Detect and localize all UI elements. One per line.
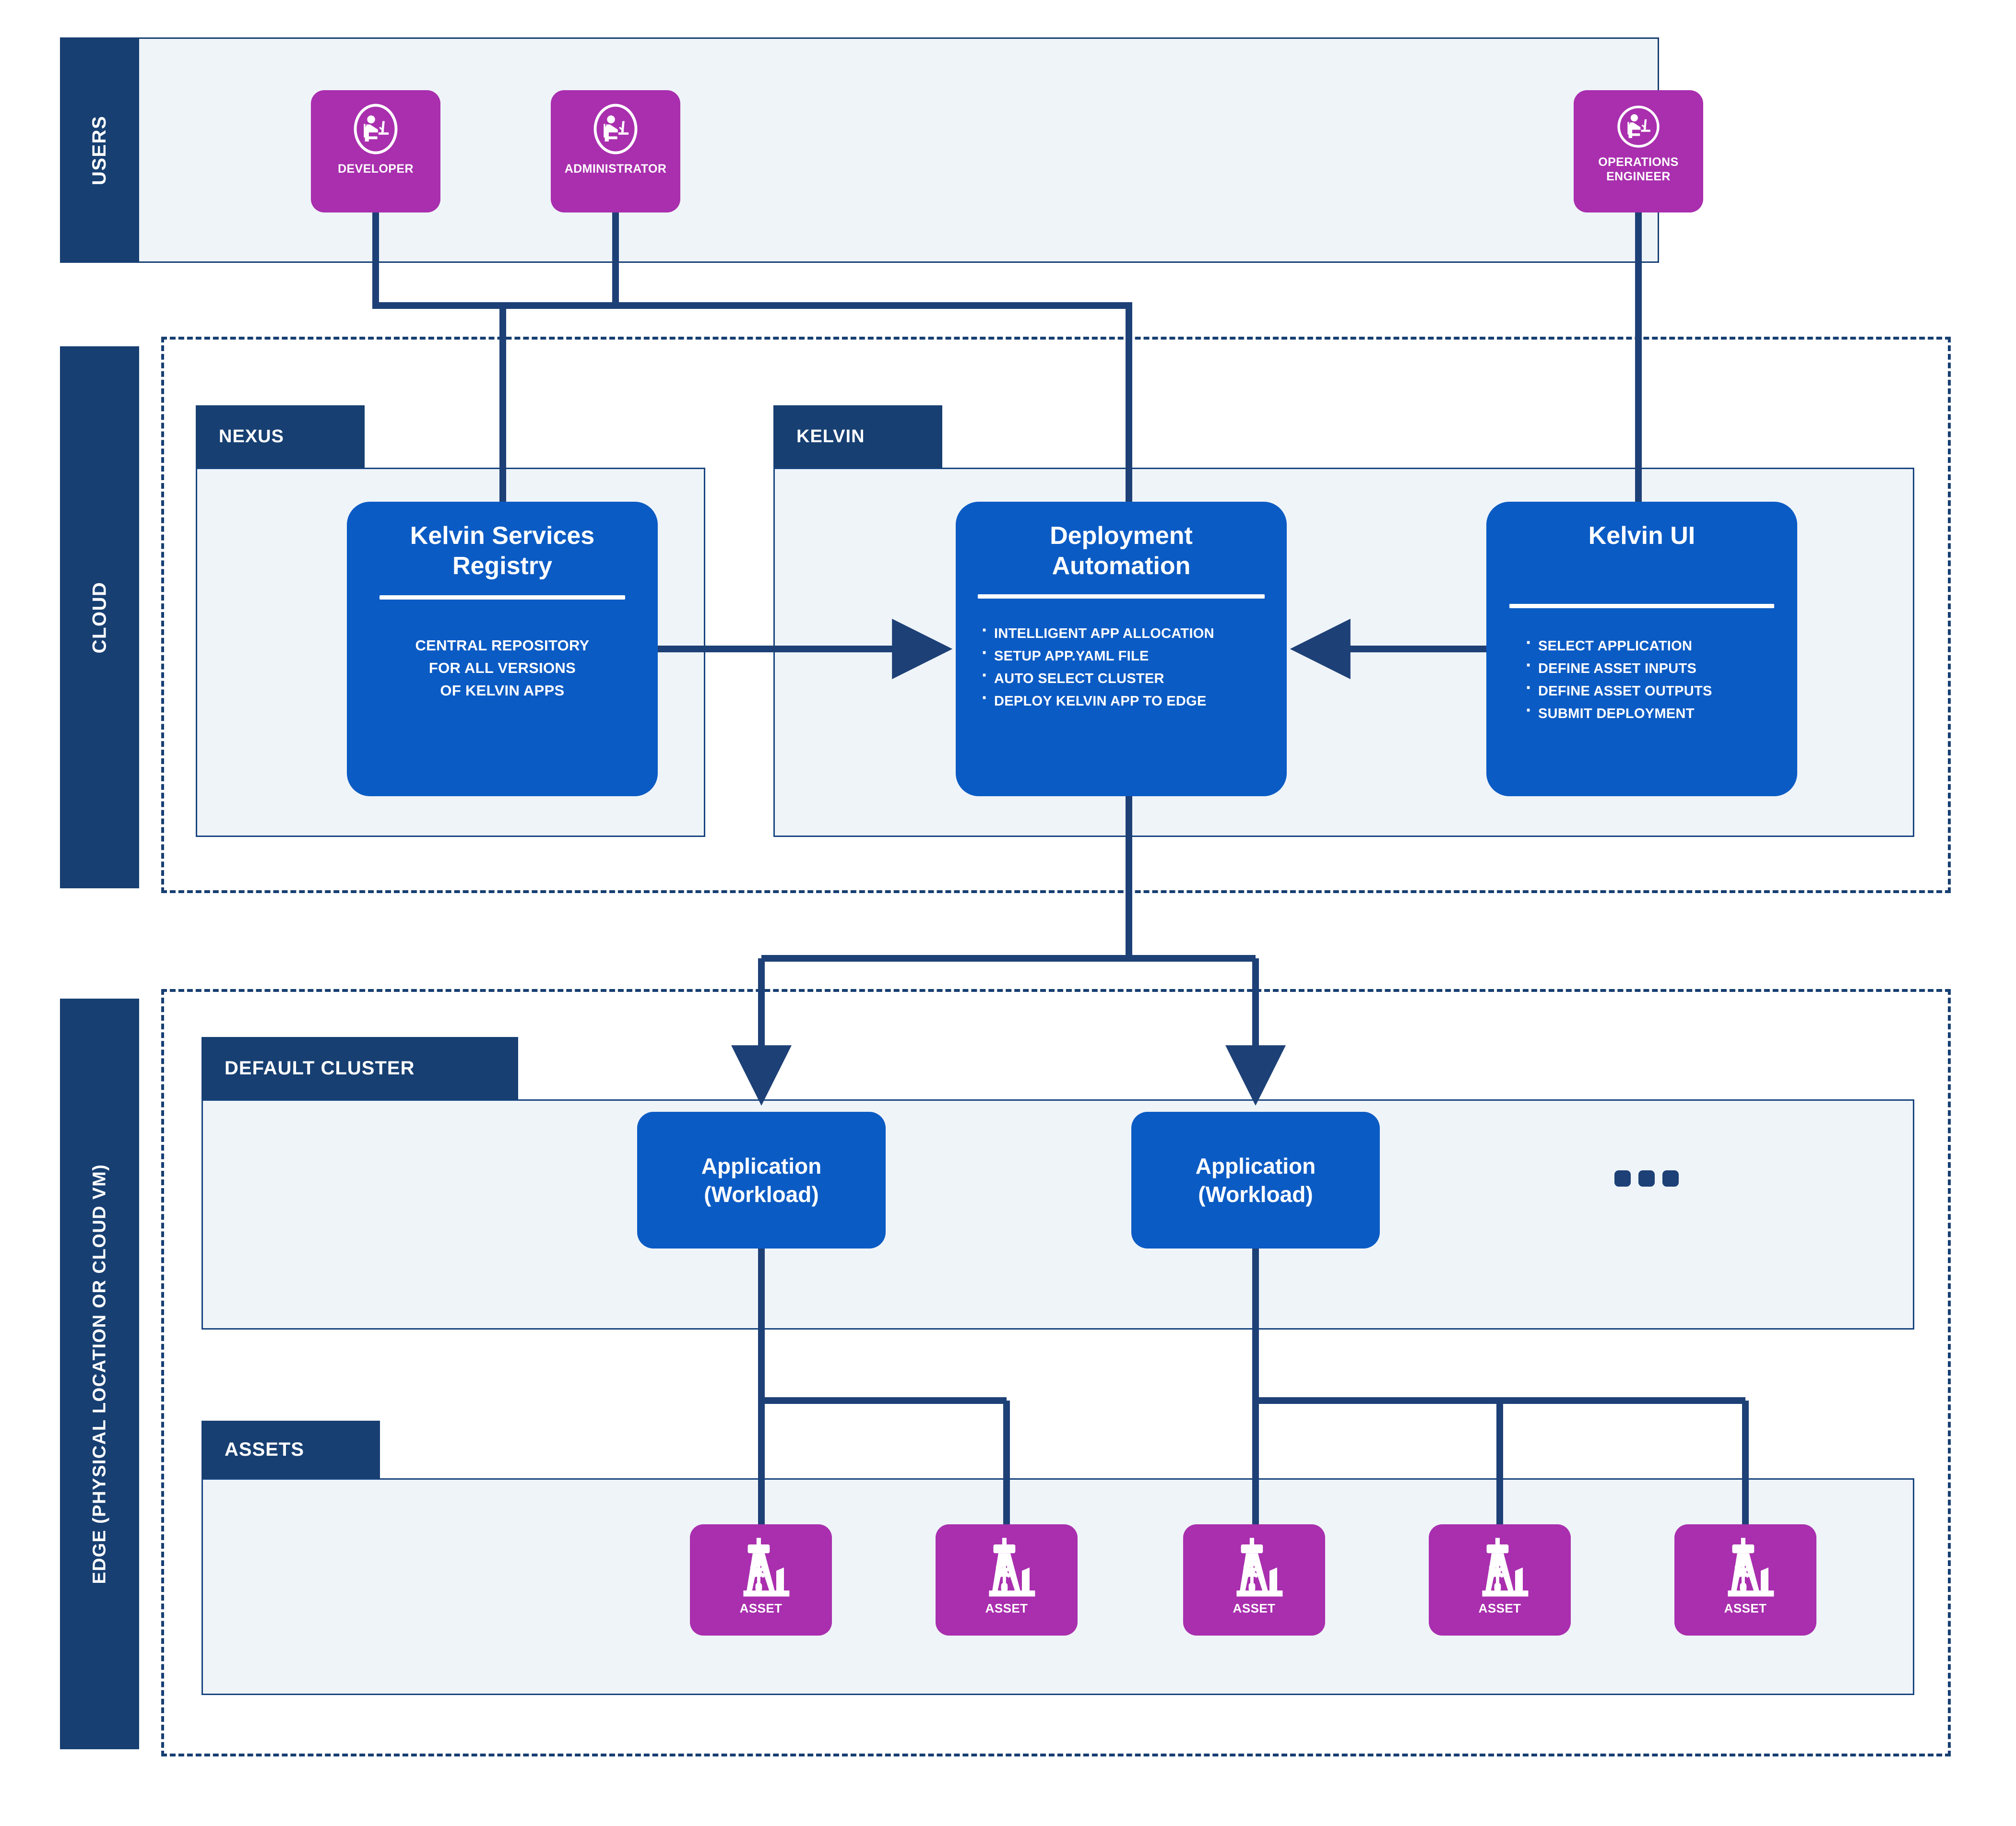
bullet-item: SUBMIT DEPLOYMENT — [1522, 701, 1787, 725]
user-chip-operations-engineer[interactable]: OPERATIONS ENGINEER — [1574, 90, 1703, 212]
oil-derrick-icon — [1712, 1537, 1779, 1598]
lane-tab-users: USERS — [60, 37, 139, 263]
group-tab-assets: ASSETS — [202, 1421, 380, 1478]
ellipsis-dot — [1638, 1170, 1655, 1187]
user-chip-label: DEVELOPER — [338, 162, 414, 176]
bullet-item: INTELLIGENT APP ALLOCATION — [978, 621, 1265, 645]
asset-chip-2[interactable]: ASSET — [936, 1524, 1078, 1636]
more-workloads-indicator — [1614, 1170, 1682, 1188]
oil-derrick-icon — [973, 1537, 1040, 1598]
group-box-default-cluster — [202, 1099, 1914, 1330]
card-divider — [1509, 604, 1774, 609]
group-label-nexus: NEXUS — [219, 426, 284, 447]
person-at-desk-icon — [347, 101, 404, 157]
user-chip-administrator[interactable]: ADMINISTRATOR — [551, 90, 680, 212]
lane-tab-cloud: CLOUD — [60, 346, 139, 888]
card-divider — [978, 594, 1265, 599]
card-kelvin-services-registry[interactable]: Kelvin Services Registry CENTRAL REPOSIT… — [347, 502, 658, 796]
app-card-workload-2[interactable]: Application (Workload) — [1131, 1112, 1380, 1249]
card-paragraph: CENTRAL REPOSITORY FOR ALL VERSIONS OF K… — [415, 636, 590, 699]
user-chip-label: OPERATIONS ENGINEER — [1598, 155, 1679, 183]
ellipsis-dot — [1614, 1170, 1631, 1187]
app-card-label: Application (Workload) — [1195, 1153, 1316, 1207]
lane-label-cloud: CLOUD — [89, 581, 110, 653]
user-chip-label: ADMINISTRATOR — [564, 162, 667, 176]
oil-derrick-icon — [1221, 1537, 1287, 1598]
bullet-item: SETUP APP.YAML FILE — [978, 643, 1265, 668]
lane-label-edge: EDGE (PHYSICAL LOCATION OR CLOUD VM) — [89, 1164, 109, 1584]
user-chip-developer[interactable]: DEVELOPER — [311, 90, 440, 212]
card-bullet-list: SELECT APPLICATION DEFINE ASSET INPUTS D… — [1497, 633, 1787, 725]
person-at-desk-icon — [1613, 101, 1664, 153]
card-bullet-list: INTELLIGENT APP ALLOCATION SETUP APP.YAM… — [978, 621, 1265, 713]
lane-label-users: USERS — [89, 115, 110, 185]
person-at-desk-icon — [587, 101, 644, 157]
card-divider — [379, 595, 625, 600]
bullet-item: SELECT APPLICATION — [1522, 633, 1787, 658]
bullet-item: DEPLOY KELVIN APP TO EDGE — [978, 688, 1265, 713]
asset-chip-label: ASSET — [739, 1601, 783, 1615]
card-deployment-automation[interactable]: Deployment Automation INTELLIGENT APP AL… — [956, 502, 1287, 796]
asset-chip-4[interactable]: ASSET — [1429, 1524, 1571, 1636]
asset-chip-5[interactable]: ASSET — [1674, 1524, 1816, 1636]
group-tab-default-cluster: DEFAULT CLUSTER — [202, 1037, 518, 1099]
group-label-default-cluster: DEFAULT CLUSTER — [225, 1057, 415, 1079]
edge-panel — [161, 989, 1951, 1756]
app-card-workload-1[interactable]: Application (Workload) — [637, 1112, 886, 1249]
group-tab-kelvin: KELVIN — [773, 405, 942, 468]
bullet-item: DEFINE ASSET INPUTS — [1522, 656, 1787, 680]
asset-chip-3[interactable]: ASSET — [1183, 1524, 1325, 1636]
card-title: Kelvin UI — [1588, 522, 1696, 550]
asset-chip-label: ASSET — [1724, 1601, 1767, 1615]
bullet-item: AUTO SELECT CLUSTER — [978, 666, 1265, 690]
ellipsis-dot — [1662, 1170, 1679, 1187]
asset-chip-1[interactable]: ASSET — [690, 1524, 832, 1636]
oil-derrick-icon — [728, 1537, 794, 1598]
group-label-assets: ASSETS — [225, 1438, 305, 1460]
asset-chip-label: ASSET — [985, 1601, 1028, 1615]
lane-tab-edge: EDGE (PHYSICAL LOCATION OR CLOUD VM) — [60, 999, 139, 1749]
app-card-label: Application (Workload) — [701, 1153, 822, 1207]
card-title: Deployment Automation — [1050, 522, 1193, 580]
asset-chip-label: ASSET — [1233, 1601, 1276, 1615]
card-title: Kelvin Services Registry — [410, 522, 595, 580]
group-tab-nexus: NEXUS — [196, 405, 365, 468]
card-kelvin-ui[interactable]: Kelvin UI SELECT APPLICATION DEFINE ASSE… — [1486, 502, 1797, 796]
group-label-kelvin: KELVIN — [796, 426, 865, 447]
oil-derrick-icon — [1467, 1537, 1533, 1598]
asset-chip-label: ASSET — [1478, 1601, 1521, 1615]
bullet-item: DEFINE ASSET OUTPUTS — [1522, 678, 1787, 703]
